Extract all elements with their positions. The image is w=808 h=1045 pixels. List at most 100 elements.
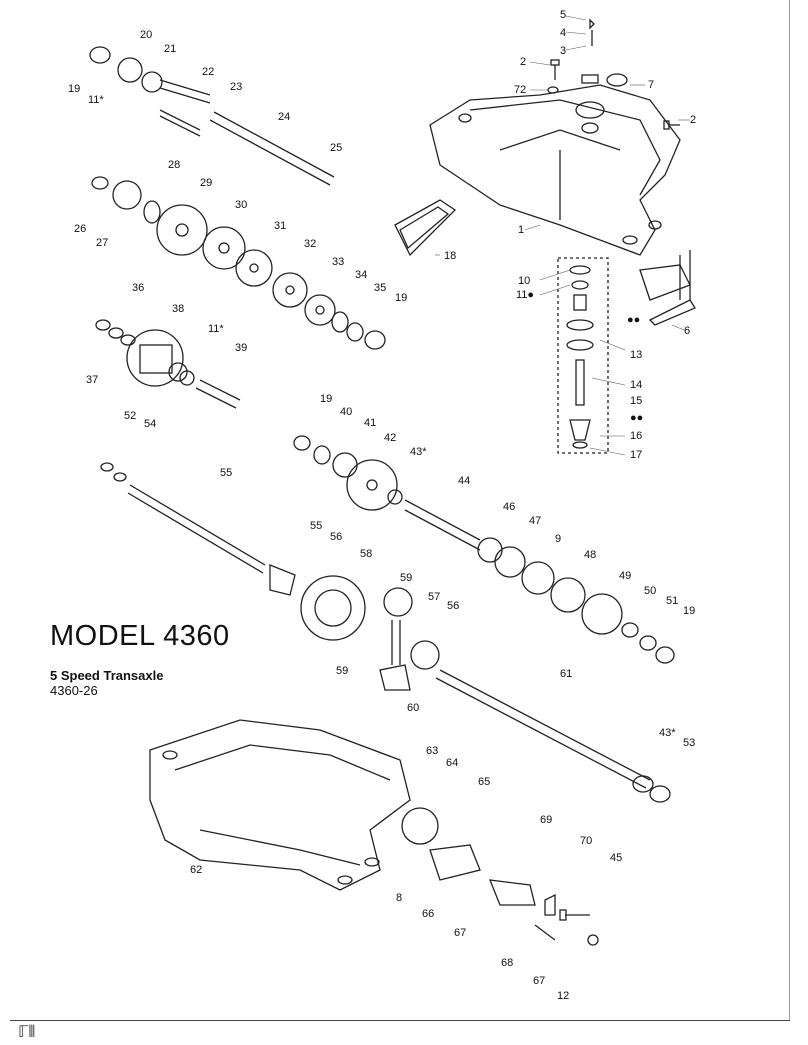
model-code: 4360-26 bbox=[50, 683, 98, 698]
part-label-12: 12 bbox=[557, 990, 570, 1002]
brake-assembly bbox=[401, 807, 599, 946]
part-label-67: 67 bbox=[533, 975, 546, 987]
page-edge-line bbox=[789, 0, 790, 1020]
model-title: MODEL 4360 bbox=[50, 620, 230, 652]
part-label-3: 3 bbox=[560, 45, 567, 57]
part-label-54: 55 bbox=[220, 467, 233, 479]
part-label-22: 22 bbox=[202, 66, 215, 78]
top-bolts bbox=[547, 18, 680, 130]
part-label-35: 35 bbox=[374, 282, 387, 294]
part-label-15: 15 bbox=[630, 395, 643, 407]
part-label-70: 70 bbox=[580, 835, 593, 847]
part-label-64: 65 bbox=[478, 776, 491, 788]
part-label-9: 9 bbox=[555, 533, 562, 545]
part-label-29: 29 bbox=[200, 177, 213, 189]
part-label-11-b: 11* bbox=[208, 323, 224, 335]
footer-mark: ℾ⫴ bbox=[18, 1024, 36, 1041]
part-label-55-b: 56 bbox=[447, 600, 460, 612]
part-label-47: 47 bbox=[529, 515, 542, 527]
part-label-33: 33 bbox=[332, 256, 345, 268]
middle-shaft bbox=[293, 435, 675, 664]
part-label-25: 25 bbox=[330, 142, 343, 154]
upper-gear-row bbox=[91, 176, 386, 350]
part-label-19-d: 19 bbox=[683, 605, 696, 617]
part-label-49: 49 bbox=[619, 570, 632, 582]
part-label-63: 64 bbox=[446, 757, 459, 769]
part-label-2b: 2 bbox=[690, 114, 697, 126]
part-label-39: 39 bbox=[235, 342, 248, 354]
part-label-45: 45 bbox=[610, 852, 623, 864]
part-label-50: 50 bbox=[644, 585, 657, 597]
part-label-61: 62 bbox=[190, 864, 203, 876]
part-label-5: 5 bbox=[560, 9, 567, 21]
part-label-37: 37 bbox=[86, 374, 99, 386]
upper-housing bbox=[429, 73, 681, 256]
part-label-68: 69 bbox=[540, 814, 553, 826]
part-label-1: 1 bbox=[518, 224, 525, 236]
part-label-56-a: 56 bbox=[330, 531, 343, 543]
part-label-32: 32 bbox=[304, 238, 317, 250]
part-label-28: 28 bbox=[168, 159, 181, 171]
part-label-46: 46 bbox=[503, 501, 516, 513]
part-label-34: 34 bbox=[355, 269, 368, 281]
part-label-13: 13 bbox=[630, 349, 643, 361]
part-label-36: 36 bbox=[132, 282, 145, 294]
part-label-20: 20 bbox=[140, 29, 153, 41]
part-label-21: 21 bbox=[164, 43, 177, 55]
part-label-44: 44 bbox=[458, 475, 471, 487]
part-label-19-b: 19 bbox=[395, 292, 408, 304]
part-label-26: 26 bbox=[74, 223, 87, 235]
part-label-65: 66 bbox=[422, 908, 435, 920]
part-label-double-dot-b: ●● bbox=[630, 412, 644, 424]
axle-shaft bbox=[435, 669, 671, 803]
part-label-53: 54 bbox=[144, 418, 157, 430]
part-label-14: 14 bbox=[630, 379, 643, 391]
part-label-51: 51 bbox=[666, 595, 679, 607]
vertical-shaft-stack bbox=[557, 257, 609, 454]
part-label-24: 24 bbox=[278, 111, 291, 123]
part-label-double-dot-a: ●● bbox=[627, 314, 641, 326]
part-label-17: 17 bbox=[630, 449, 643, 461]
part-label-18: 18 bbox=[444, 250, 457, 262]
part-label-43-b: 43* bbox=[659, 727, 676, 739]
part-label-7: 7 bbox=[648, 79, 655, 91]
part-label-59-a: 59 bbox=[400, 572, 413, 584]
part-label-10: 10 bbox=[518, 275, 531, 287]
part-label-41: 41 bbox=[364, 417, 377, 429]
shift-bracket bbox=[639, 250, 696, 326]
part-label-23: 23 bbox=[230, 81, 243, 93]
part-label-60: 61 bbox=[560, 668, 573, 680]
part-label-11-a: 11* bbox=[88, 94, 104, 106]
footer-rule bbox=[10, 1020, 790, 1021]
part-label-6: 6 bbox=[684, 325, 691, 337]
part-label-11-dot: 11● bbox=[516, 289, 535, 301]
part-label-27: 27 bbox=[96, 237, 109, 249]
part-label-38: 38 bbox=[172, 303, 185, 315]
model-subtitle: 5 Speed Transaxle bbox=[50, 668, 164, 683]
part-label-62: 63 bbox=[426, 745, 439, 757]
part-label-69: 68 bbox=[501, 957, 514, 969]
part-label-19-c: 19 bbox=[320, 393, 333, 405]
part-label-8: 8 bbox=[396, 892, 403, 904]
cluster-gear bbox=[95, 319, 241, 409]
differential bbox=[300, 575, 440, 691]
upper-shaft bbox=[89, 46, 335, 186]
part-label-48: 48 bbox=[584, 549, 597, 561]
part-label-72: 72 bbox=[514, 84, 527, 96]
part-label-16: 16 bbox=[630, 430, 643, 442]
part-label-52-a: 52 bbox=[124, 410, 137, 422]
part-label-4: 4 bbox=[560, 27, 567, 39]
part-label-57: 58 bbox=[360, 548, 373, 560]
part-label-40: 40 bbox=[340, 406, 353, 418]
part-label-2: 2 bbox=[520, 56, 527, 68]
chain bbox=[394, 199, 457, 257]
part-label-55-a: 55 bbox=[310, 520, 323, 532]
part-label-31: 31 bbox=[274, 220, 287, 232]
part-label-30: 30 bbox=[235, 199, 248, 211]
lower-housing bbox=[149, 719, 411, 891]
part-label-42: 42 bbox=[384, 432, 397, 444]
output-shaft bbox=[100, 462, 296, 596]
part-label-58: 59 bbox=[336, 665, 349, 677]
